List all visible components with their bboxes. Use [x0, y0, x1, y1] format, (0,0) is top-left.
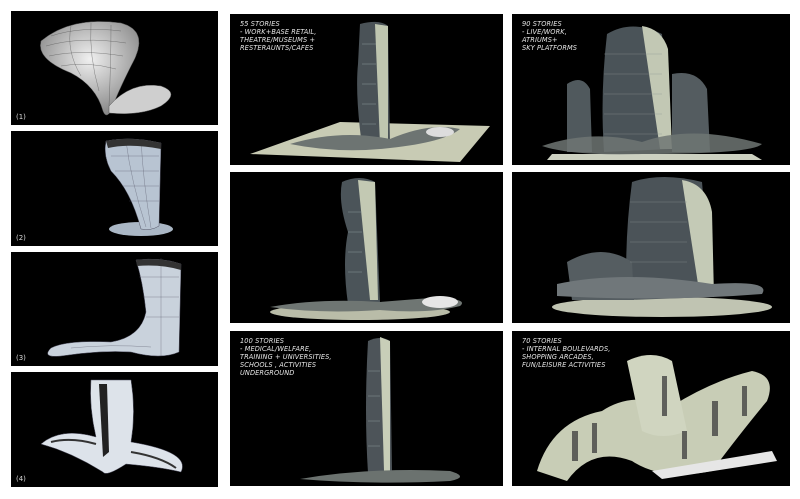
render-panel-55-stories: 55 STORIES - WORK+BASE RETAIL, THEATRE/M…	[230, 14, 503, 165]
wireframe-model-2	[104, 138, 173, 236]
render-panel-tower-middle	[230, 172, 503, 323]
render-panel-90-stories: 90 STORIES - LIVE/WORK, ATRIUMS+ SKY PLA…	[512, 14, 790, 165]
panel-number: (1)	[16, 113, 26, 121]
wireframe-model-3	[47, 258, 182, 357]
tower-caption-70: 70 STORIES - INTERNAL BOULEVARDS, SHOPPI…	[522, 337, 611, 369]
render-panel-100-stories: 100 STORIES - MEDICAL/WELFARE, TRAINING …	[230, 331, 503, 486]
tower-render-100	[300, 337, 460, 483]
render-panel-70-stories: 70 STORIES - INTERNAL BOULEVARDS, SHOPPI…	[512, 331, 790, 486]
study-panel-3: (3)	[11, 252, 218, 366]
tower-render-70	[537, 355, 777, 481]
tower-caption-100: 100 STORIES - MEDICAL/WELFARE, TRAINING …	[240, 337, 332, 377]
panel-number: (2)	[16, 234, 26, 242]
panel-number: (4)	[16, 475, 26, 483]
study-panel-2: (2)	[11, 131, 218, 246]
wireframe-model-4	[40, 379, 183, 474]
study-panel-4: (4)	[11, 372, 218, 487]
tower-caption-55: 55 STORIES - WORK+BASE RETAIL, THEATRE/M…	[240, 20, 317, 52]
tower-render-55	[250, 21, 490, 162]
tower-caption-90: 90 STORIES - LIVE/WORK, ATRIUMS+ SKY PLA…	[522, 20, 578, 52]
panel-number: (3)	[16, 354, 26, 362]
study-panel-1: (1)	[11, 11, 218, 125]
tower-render-90	[542, 26, 762, 160]
render-panel-tower-right-middle	[512, 172, 790, 323]
tower-render-middle	[270, 178, 462, 320]
wireframe-model-1	[40, 21, 172, 116]
tower-render-right-middle	[552, 177, 772, 317]
